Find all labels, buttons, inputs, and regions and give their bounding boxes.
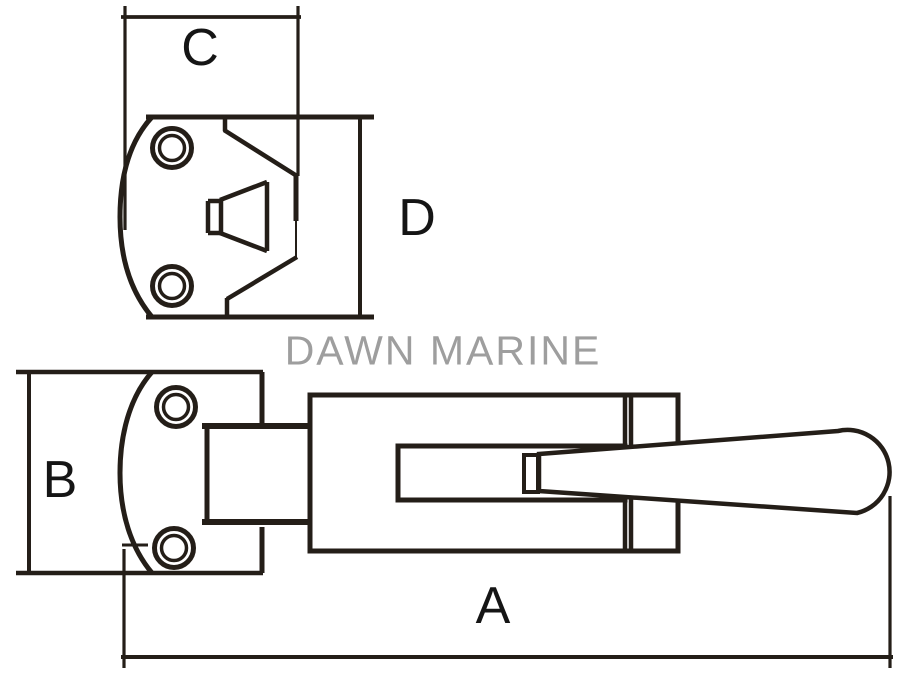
base-plate-left-arc [117, 370, 154, 575]
top-view-left-arc-edge [117, 115, 154, 319]
dimension-b-lines [16, 369, 263, 576]
brand-watermark: DAWN MARINE [284, 327, 602, 374]
dimension-c-lines [121, 6, 301, 230]
side-view [16, 369, 893, 668]
top-view [117, 6, 374, 320]
pivot-neck [202, 423, 310, 525]
wedge-ramp [205, 179, 270, 254]
top-view-mounting-hole-lower [150, 264, 194, 308]
dimension-label-d: D [398, 189, 436, 247]
dimension-label-b: B [42, 451, 78, 509]
side-view-mounting-hole-lower [152, 526, 196, 570]
catch-pocket-outline [222, 119, 299, 317]
dimension-label-a: A [475, 577, 511, 635]
dimension-a-lines [121, 496, 893, 668]
side-view-mounting-hole-upper [154, 385, 198, 429]
lever-handle [536, 427, 892, 516]
top-view-mounting-hole-upper [150, 126, 194, 170]
handle-tongue [522, 453, 540, 494]
dimension-label-c: C [181, 19, 219, 77]
